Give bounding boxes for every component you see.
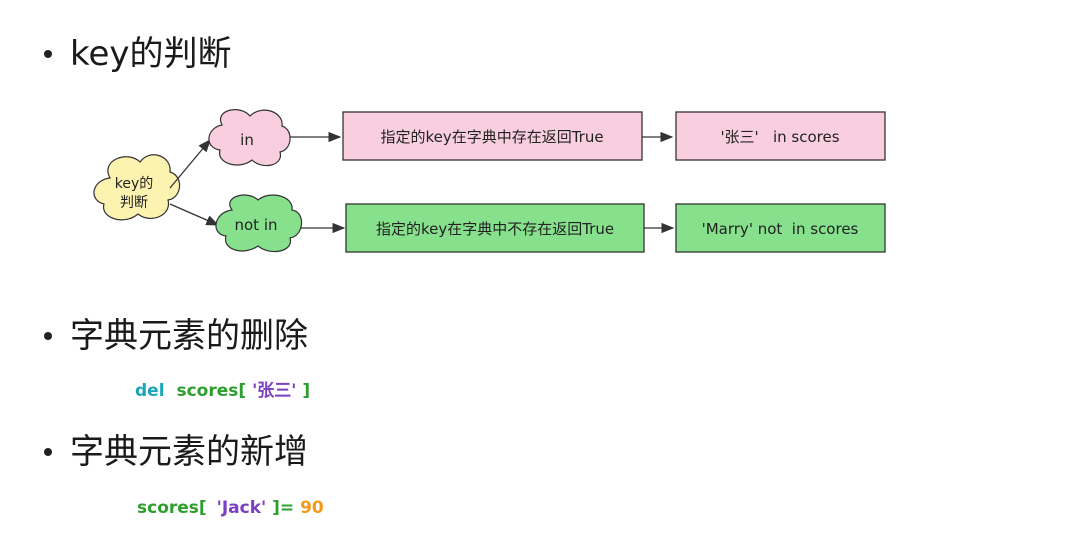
- bullet-dot: [44, 332, 52, 340]
- not-in-example-text: 'Marry' not in scores: [702, 220, 859, 238]
- not-in-result-box: 指定的key在字典中不存在返回True: [345, 203, 645, 253]
- code-add: scores[ 'Jack' ]= 90: [137, 498, 324, 518]
- bullet-dot: [44, 448, 52, 456]
- not-in-result-text: 指定的key在字典中不存在返回True: [376, 220, 614, 238]
- code-delete-name: scores[: [176, 381, 247, 401]
- heading-add-text: 字典元素的新增: [70, 432, 308, 472]
- arrow-root-to-not-in: [169, 203, 220, 226]
- heading-delete: 字典元素的删除: [44, 316, 308, 356]
- code-delete-keyword: del: [135, 381, 165, 401]
- code-add-key: 'Jack': [216, 498, 267, 518]
- code-delete-key: '张三': [252, 381, 297, 401]
- root-cloud-label-1: key的: [115, 176, 154, 192]
- code-add-name: scores[: [137, 498, 207, 518]
- code-delete-close: ]: [302, 381, 311, 401]
- heading-delete-text: 字典元素的删除: [70, 316, 308, 356]
- in-cloud: in: [208, 109, 291, 167]
- heading-key-check: key的判断: [44, 34, 232, 74]
- not-in-cloud: not in: [215, 194, 303, 253]
- root-cloud: key的 判断: [93, 154, 181, 221]
- code-add-value: 90: [300, 498, 324, 518]
- root-cloud-label-2: 判断: [120, 195, 148, 211]
- not-in-example-box: 'Marry' not in scores: [675, 203, 886, 253]
- heading-key-check-text: key的判断: [70, 34, 232, 74]
- arrow-root-to-in: [169, 139, 211, 189]
- code-add-assign: ]=: [272, 498, 295, 518]
- heading-add: 字典元素的新增: [44, 432, 308, 472]
- bullet-dot: [44, 50, 52, 58]
- in-example-text: '张三' in scores: [720, 128, 839, 146]
- in-example-box: '张三' in scores: [675, 111, 886, 161]
- in-cloud-label: in: [240, 131, 254, 149]
- not-in-cloud-label: not in: [234, 216, 277, 234]
- code-delete: del scores[ '张三' ]: [135, 376, 310, 401]
- in-result-text: 指定的key在字典中存在返回True: [380, 128, 603, 146]
- in-result-box: 指定的key在字典中存在返回True: [342, 111, 643, 161]
